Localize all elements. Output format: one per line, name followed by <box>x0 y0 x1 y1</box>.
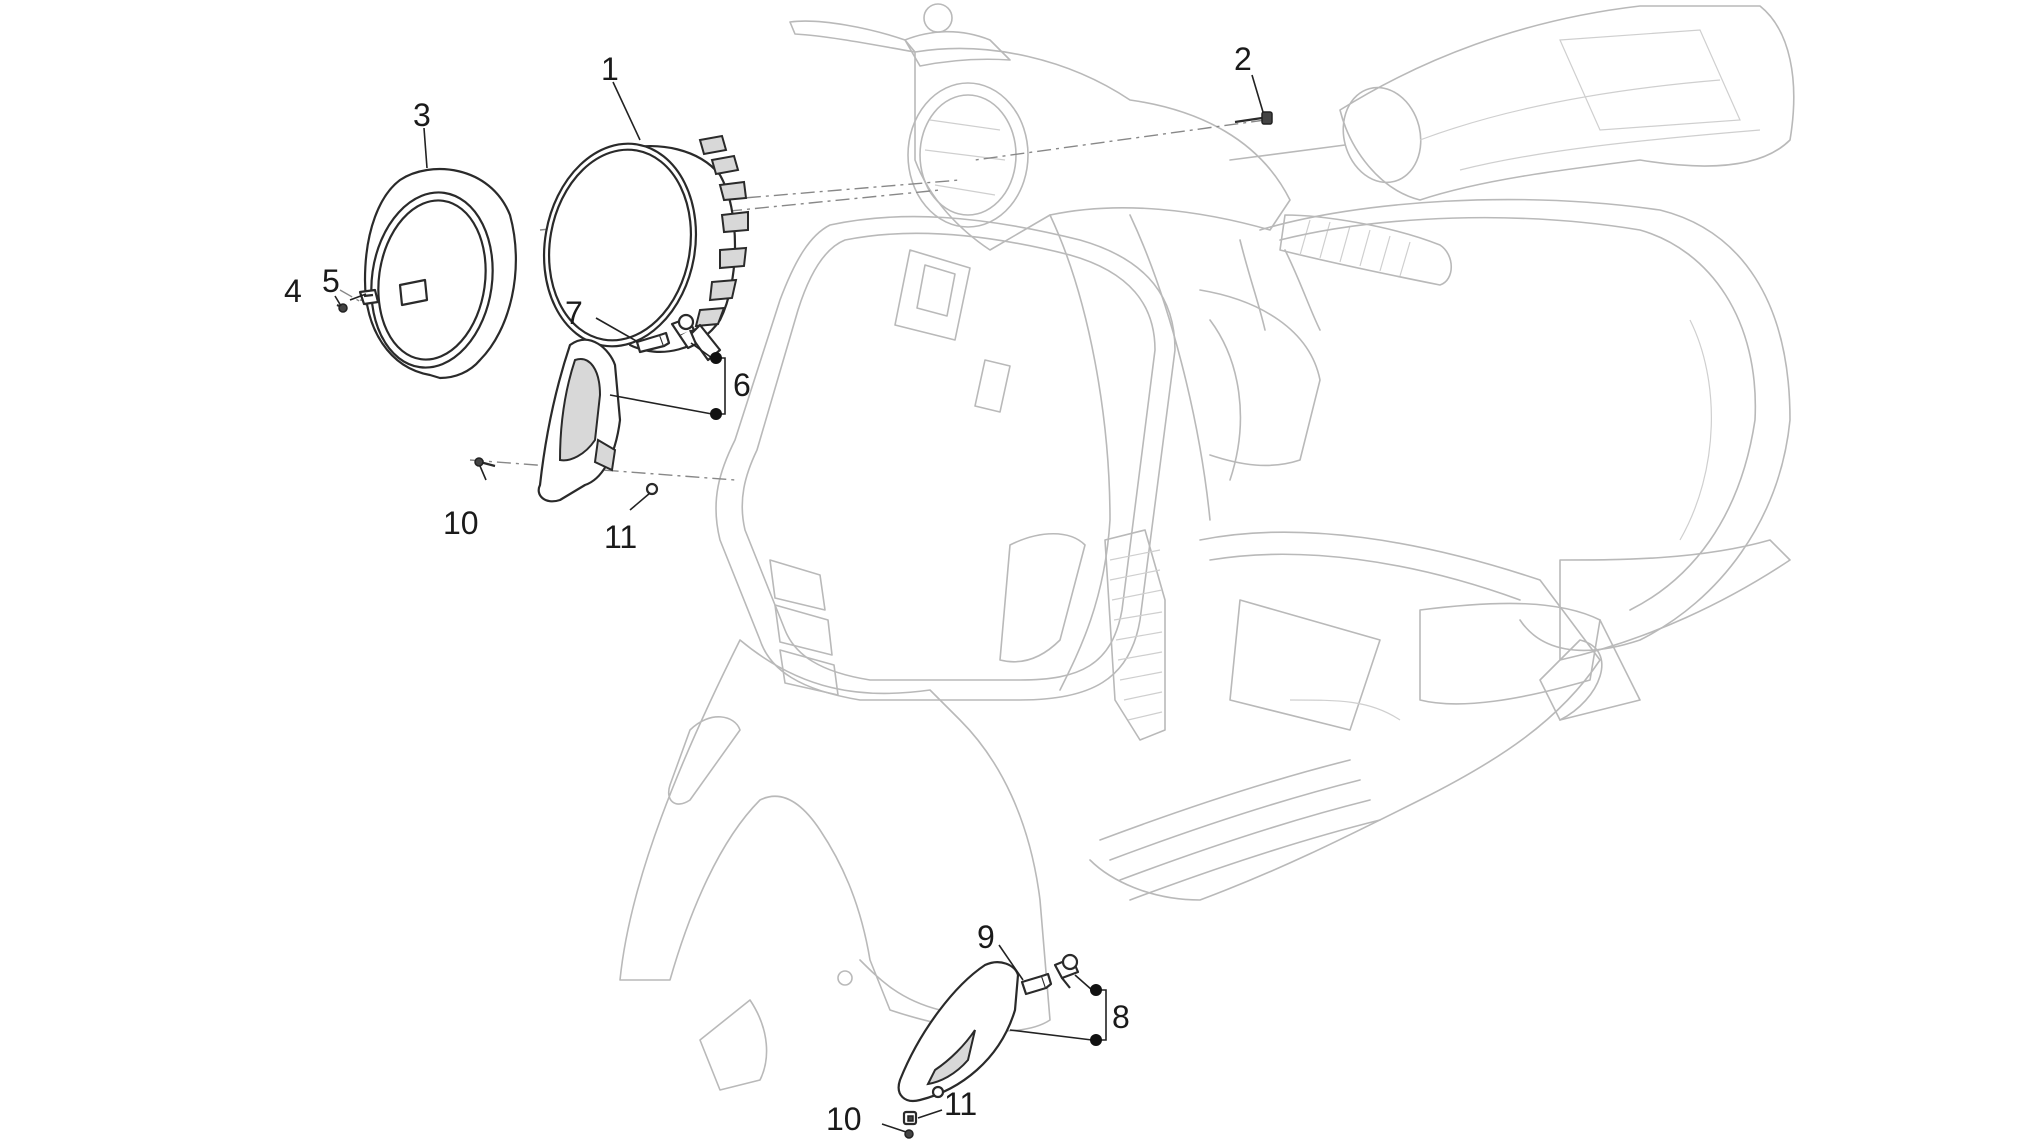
front-indicator-lower <box>897 961 1020 1103</box>
callout-bullets <box>710 352 1102 1046</box>
callout-labels: 1 2 3 4 5 6 7 8 9 10 10 11 11 <box>284 41 1252 1137</box>
callout-6: 6 <box>733 367 751 403</box>
scooter-body-outline <box>619 3 1795 1091</box>
clip-part-5 <box>358 288 380 306</box>
screw-part-10-lower <box>904 1129 914 1139</box>
callout-2: 2 <box>1234 41 1252 77</box>
headlight-unit <box>542 134 749 362</box>
nut-part-11-upper <box>645 482 659 496</box>
bulb-part-7 <box>635 331 671 354</box>
callout-1: 1 <box>601 51 619 87</box>
callout-7: 7 <box>565 295 583 331</box>
screw-part-4 <box>336 303 348 313</box>
nut-part-11-lower <box>902 1110 918 1126</box>
callout-9: 9 <box>977 919 995 955</box>
front-indicator-upper <box>537 338 622 503</box>
callout-11-upper: 11 <box>604 519 637 555</box>
callout-3: 3 <box>413 97 431 133</box>
callout-8: 8 <box>1112 999 1130 1035</box>
callout-11-lower: 11 <box>944 1086 977 1122</box>
screw-part-2 <box>1234 111 1273 125</box>
socket-part-8 <box>1053 953 1080 989</box>
callout-4: 4 <box>284 273 302 309</box>
callout-5: 5 <box>322 263 340 299</box>
headlight-trim-ring <box>363 168 517 380</box>
screw-part-10-upper <box>474 457 496 468</box>
callout-10-lower: 10 <box>826 1101 862 1137</box>
callout-10-upper: 10 <box>443 505 479 541</box>
bulb-part-9 <box>1020 972 1053 996</box>
